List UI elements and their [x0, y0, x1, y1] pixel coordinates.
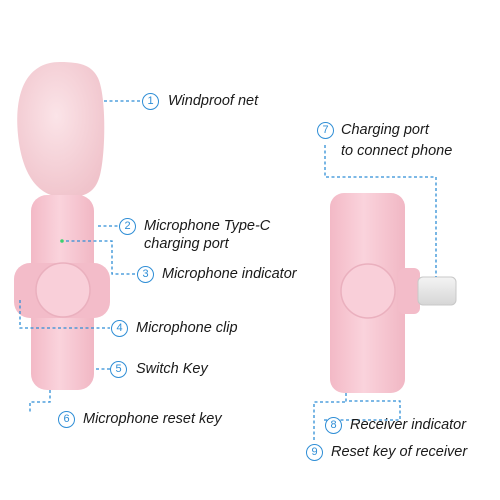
callout-number-8: 8 — [325, 417, 342, 434]
label-microphone-reset-key: Microphone reset key — [83, 411, 222, 427]
label-charging-port-line2: to connect phone — [341, 143, 453, 159]
callout-number-1: 1 — [142, 93, 159, 110]
callout-number-3: 3 — [137, 266, 154, 283]
callout-lines — [19, 100, 437, 440]
callout-number-7: 7 — [317, 122, 334, 139]
label-microphone-clip: Microphone clip — [136, 320, 238, 336]
receiver-button — [340, 263, 396, 319]
label-switch-key: Switch Key — [136, 361, 208, 377]
label-reset-key-receiver: Reset key of receiver — [331, 444, 468, 460]
microphone-switch-button — [35, 262, 91, 318]
label-type-c-port-line2: charging port — [144, 236, 229, 252]
lightning-connector — [417, 276, 457, 306]
callout-number-2: 2 — [119, 218, 136, 235]
microphone-indicator-led — [60, 239, 64, 243]
receiver-lightning-base — [398, 268, 420, 314]
label-receiver-indicator: Receiver indicator — [350, 417, 467, 433]
callout-number-6: 6 — [58, 411, 75, 428]
windproof-foam — [17, 62, 105, 198]
callout-number-4: 4 — [111, 320, 128, 337]
label-charging-port: Charging port — [341, 122, 429, 138]
label-windproof-net: Windproof net — [168, 93, 259, 109]
label-type-c-port: Microphone Type-C — [144, 218, 271, 234]
callout-number-5: 5 — [110, 361, 127, 378]
callout-number-9: 9 — [306, 444, 323, 461]
label-microphone-indicator: Microphone indicator — [162, 266, 297, 282]
